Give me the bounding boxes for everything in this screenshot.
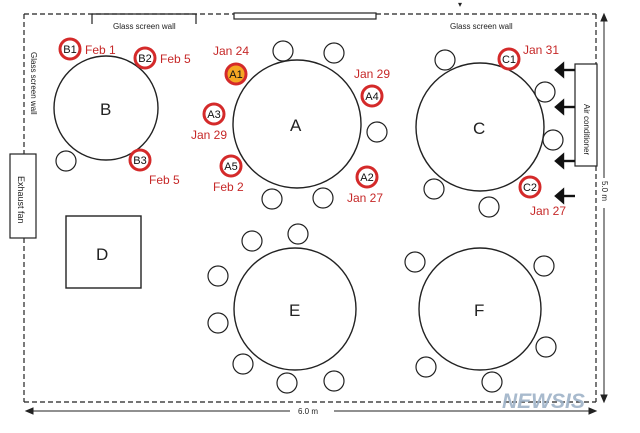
- table-d-label: D: [96, 245, 108, 264]
- airflow-arrows: [554, 61, 575, 205]
- exhaust-fan: [9, 153, 37, 239]
- seat-a4-date: Jan 29: [354, 67, 390, 81]
- seat-b2: [133, 46, 157, 70]
- seat-a3-date: Jan 29: [191, 128, 227, 142]
- chair: [207, 265, 229, 287]
- chair: [241, 230, 263, 252]
- seat-b1-date: Feb 1: [85, 43, 116, 57]
- dimension-height: [600, 12, 608, 404]
- table-f-label: F: [474, 301, 484, 320]
- seat-a2-date: Jan 27: [347, 191, 383, 205]
- glass-wall-top-left-label: Glass screen wall: [113, 22, 176, 31]
- seat-c1-date: Jan 31: [523, 43, 559, 57]
- seat-c2-code: C2: [523, 182, 537, 194]
- seat-a4-code: A4: [365, 91, 378, 103]
- chair: [366, 121, 388, 143]
- seat-a5-date: Feb 2: [213, 180, 244, 194]
- seat-c2-date: Jan 27: [530, 204, 566, 218]
- watermark-logo: NEWSIS: [502, 390, 585, 413]
- table-c-label: C: [473, 119, 485, 138]
- top-arrow-icon: ▾: [458, 0, 462, 9]
- seat-c1-code: C1: [502, 54, 516, 66]
- chair: [323, 42, 345, 64]
- table-b: [53, 55, 159, 161]
- exhaust-fan-label: Exhaust fan: [16, 176, 26, 224]
- glass-wall-top-left: [91, 13, 197, 24]
- table-f: [418, 247, 542, 371]
- seat-a2-code: A2: [360, 172, 373, 184]
- seat-b3-code: B3: [133, 155, 146, 167]
- table-e: [233, 247, 357, 371]
- dimension-width: [24, 407, 598, 415]
- seat-a3: [202, 102, 226, 126]
- chair: [287, 223, 309, 245]
- chair: [423, 178, 445, 200]
- air-conditioner-label: Air conditioner: [582, 104, 591, 155]
- chair: [232, 353, 254, 375]
- table-c: [415, 62, 545, 192]
- table-d: [65, 215, 142, 289]
- air-conditioner: [574, 63, 598, 167]
- top-wall-panel: [233, 12, 377, 20]
- seat-b3-date: Feb 5: [149, 173, 180, 187]
- seat-a1-code: A1: [229, 69, 242, 81]
- seat-b1-code: B1: [63, 44, 76, 56]
- chair: [434, 49, 456, 71]
- seat-a2: [355, 165, 379, 189]
- seat-a1: [224, 62, 248, 86]
- dimension-height-label: 5.0 m: [600, 181, 609, 201]
- seat-a5: [219, 154, 243, 178]
- chair: [542, 129, 564, 151]
- chair: [478, 196, 500, 218]
- table-a-label: A: [290, 116, 302, 135]
- dimension-width-label: 6.0 m: [298, 407, 318, 416]
- chair: [415, 356, 437, 378]
- chair: [534, 81, 556, 103]
- chair: [207, 312, 229, 334]
- seat-a1-date: Jan 24: [213, 44, 249, 58]
- chair: [481, 371, 503, 393]
- table-e-label: E: [289, 301, 300, 320]
- seat-b3: [128, 148, 152, 172]
- table-b-label: B: [100, 100, 111, 119]
- seat-b2-code: B2: [138, 53, 151, 65]
- seat-b1: [58, 37, 82, 61]
- seat-a5-code: A5: [224, 161, 237, 173]
- chair: [261, 188, 283, 210]
- chair: [323, 370, 345, 392]
- glass-wall-top-right-label: Glass screen wall: [450, 22, 513, 31]
- chair: [276, 372, 298, 394]
- table-a: [232, 59, 362, 189]
- chair: [535, 336, 557, 358]
- chair: [272, 40, 294, 62]
- glass-wall-left-label: Glass screen wall: [29, 52, 38, 115]
- seat-b2-date: Feb 5: [160, 52, 191, 66]
- chair: [533, 255, 555, 277]
- seat-c1: [497, 47, 521, 71]
- chair: [55, 150, 77, 172]
- seat-a3-code: A3: [207, 109, 220, 121]
- seat-a4: [360, 84, 384, 108]
- chair: [312, 187, 334, 209]
- seat-c2: [518, 175, 542, 199]
- chair: [404, 251, 426, 273]
